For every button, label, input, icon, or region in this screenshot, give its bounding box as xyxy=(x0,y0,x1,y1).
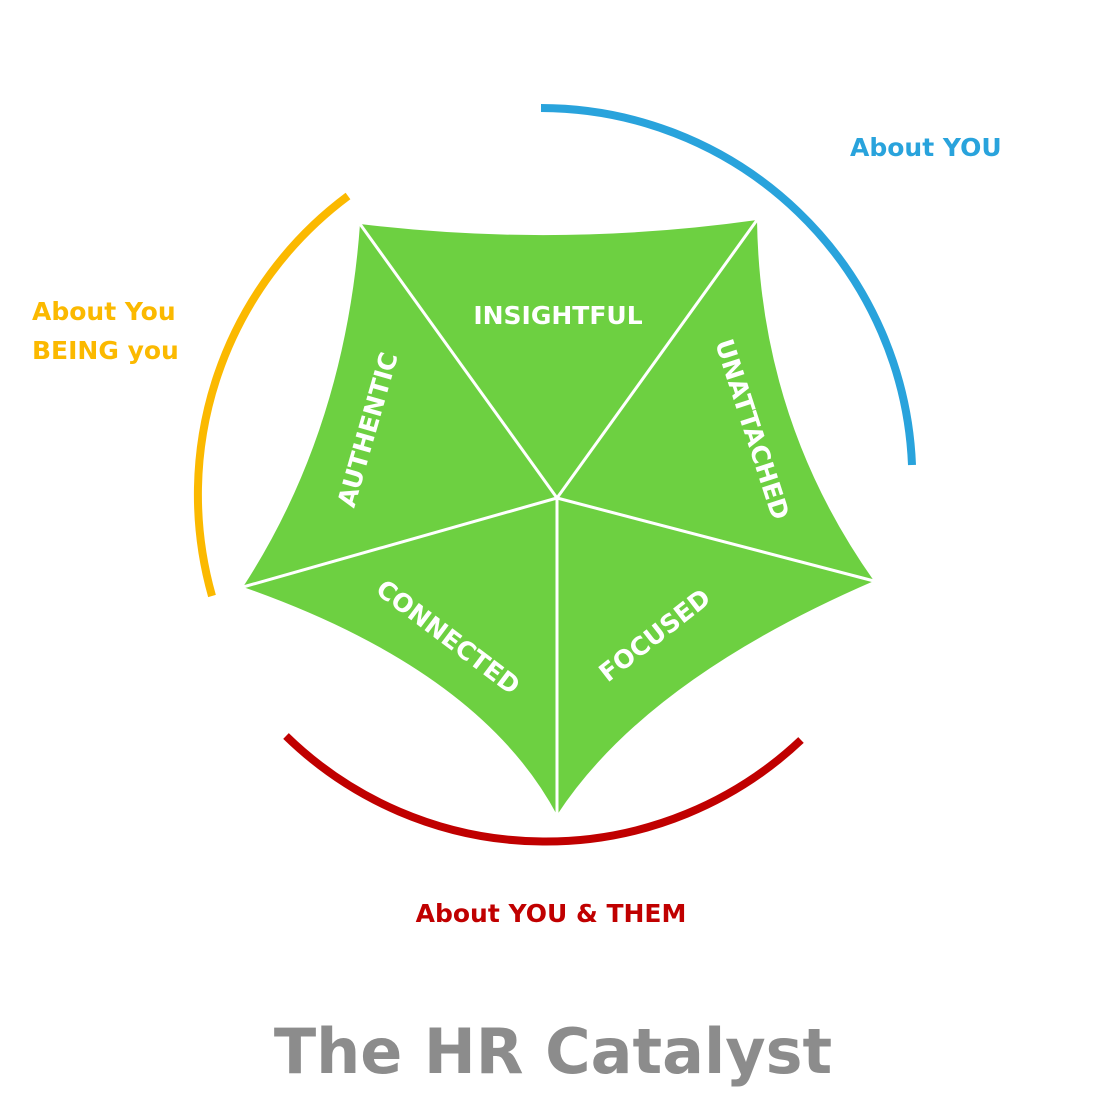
divider-line-top-left xyxy=(358,223,559,499)
about-you-and-them-arc xyxy=(283,733,804,846)
about-you-being-you-arc xyxy=(193,192,351,598)
about-you-and-them-label: About YOU & THEM xyxy=(416,899,687,928)
about-you-arc xyxy=(540,104,916,466)
divider-line-top-right xyxy=(555,219,759,499)
about-you-being-you-label-line1: About You xyxy=(32,297,176,326)
brand-title: The HR Catalyst xyxy=(274,1015,832,1088)
about-you-label: About YOU xyxy=(850,133,1002,162)
about-you-being-you-label-line2: BEING you xyxy=(32,336,179,365)
segment-label-insightful: INSIGHTFUL xyxy=(473,301,642,330)
divider-line-right xyxy=(556,496,875,583)
segment-dividers xyxy=(242,219,875,815)
divider-line-left xyxy=(242,496,558,589)
